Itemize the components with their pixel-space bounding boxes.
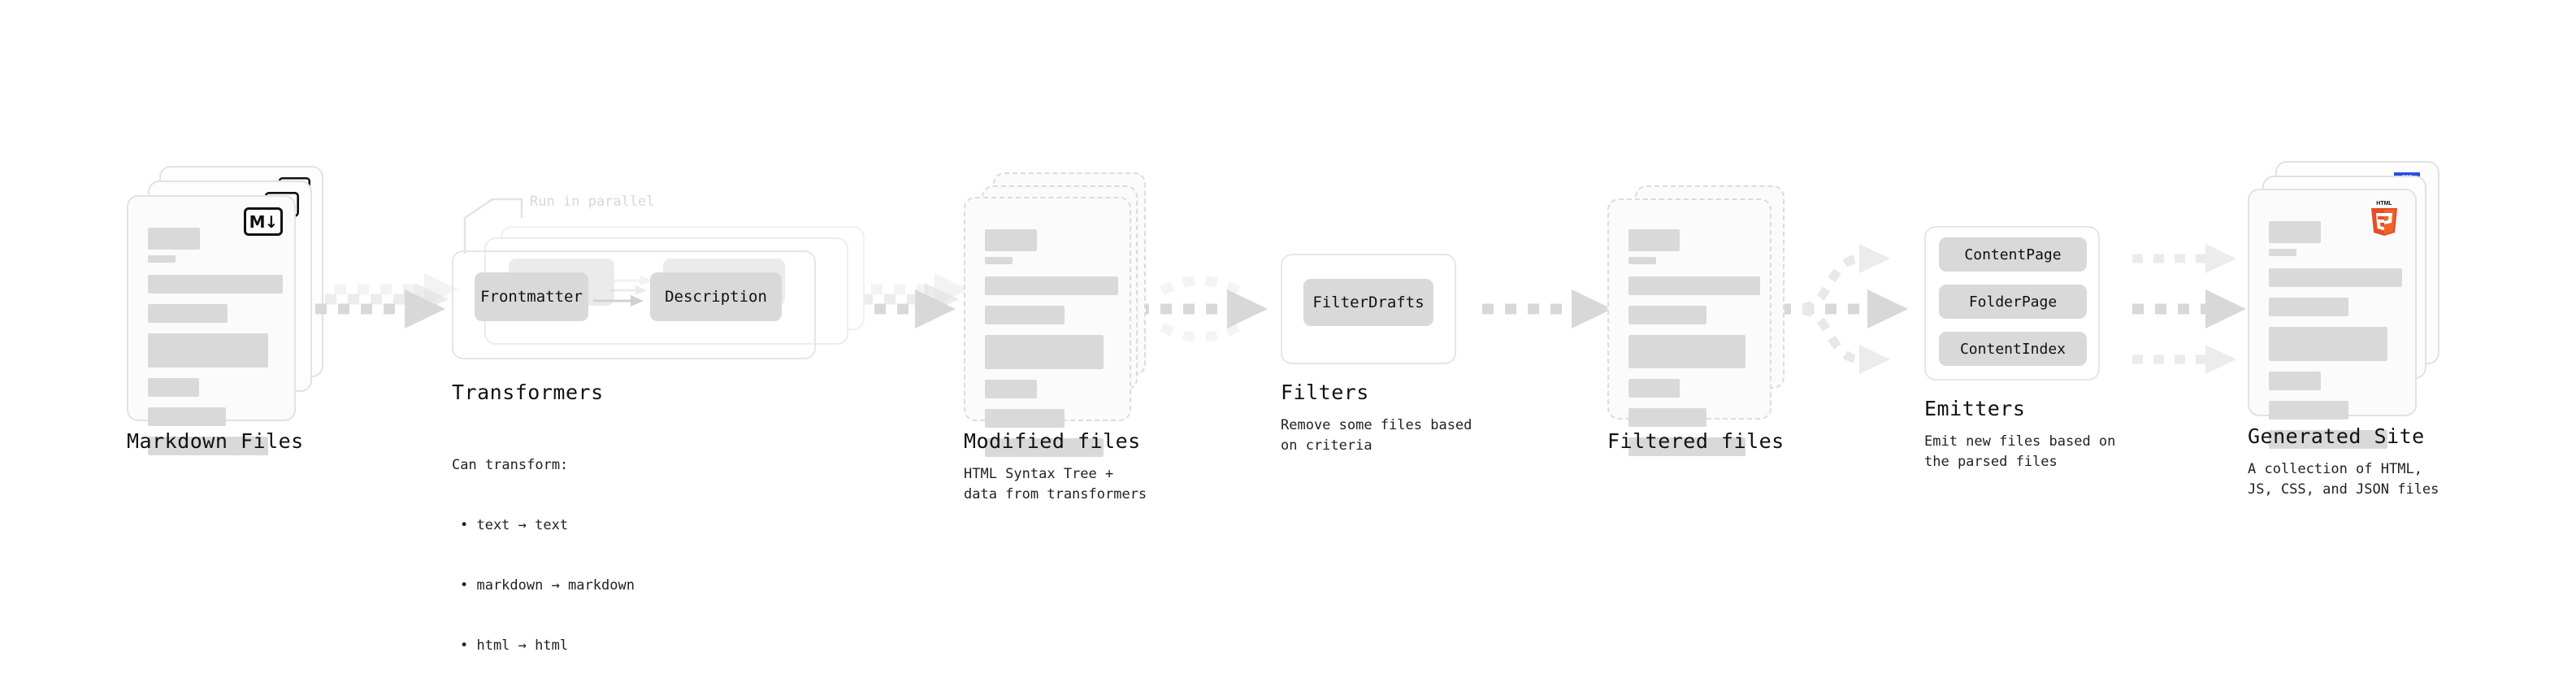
stage-subtitle: Can transform: • text → text • markdown … <box>452 415 635 696</box>
skeleton-bar <box>985 380 1037 398</box>
transformers-bullet-3: • html → html <box>460 637 569 655</box>
emitter-pill-contentpage[interactable]: ContentPage <box>1939 237 2087 272</box>
connector-layer <box>315 198 2246 374</box>
skeleton-bar <box>148 378 199 397</box>
skeleton-bar <box>985 229 1037 251</box>
skeleton-bar <box>2269 401 2348 420</box>
arrow-emitters-to-site <box>2132 244 2246 374</box>
skeleton-bar <box>1628 257 1656 264</box>
transformers-bullet-2: • markdown → markdown <box>460 577 635 594</box>
skeleton-bar <box>1628 437 1746 456</box>
stage-title: Transformers <box>452 381 604 404</box>
transformers-bullet-1: • text → text <box>460 517 569 534</box>
skeleton-bar <box>148 407 226 426</box>
skeleton-bar <box>2269 298 2348 316</box>
arrow-transformers-to-modified <box>829 273 969 328</box>
emitter-pill-contentindex[interactable]: ContentIndex <box>1939 332 2087 366</box>
filters-caption: Filters Remove some files based on crite… <box>1281 381 1472 455</box>
stage-title: Generated Site <box>2248 424 2425 448</box>
emitter-pill-folderpage[interactable]: FolderPage <box>1939 285 2087 319</box>
stage-title: Markdown Files <box>127 429 304 453</box>
skeleton-bar <box>1628 306 1706 324</box>
transformers-caption: Transformers Can transform: • text → tex… <box>452 381 635 696</box>
skeleton-bar <box>985 335 1104 369</box>
skeleton-bars <box>148 228 283 466</box>
transformers-subtitle-heading: Can transform: <box>452 457 569 474</box>
skeleton-bar <box>148 437 268 455</box>
skeleton-bar <box>148 275 283 294</box>
skeleton-bar <box>1628 408 1706 427</box>
filtered-card-front[interactable] <box>1607 198 1772 456</box>
skeleton-bar <box>985 438 1104 457</box>
stage-title: Filters <box>1281 381 1369 404</box>
skeleton-bar <box>2269 221 2321 243</box>
skeleton-bar <box>985 257 1013 264</box>
stage-title: Filtered files <box>1607 429 1785 453</box>
transformer-pill-frontmatter[interactable]: Frontmatter <box>475 272 588 321</box>
svg-text:HTML: HTML <box>2376 201 2392 207</box>
generated-site-caption: Generated Site A collection of HTML, JS,… <box>2248 424 2439 499</box>
skeleton-bar <box>1628 229 1680 251</box>
skeleton-bar <box>148 255 176 263</box>
markdown-icon: M↓ <box>244 207 283 236</box>
skeleton-bar <box>148 333 268 368</box>
markdown-card-front[interactable]: M↓ <box>127 195 296 455</box>
transformers-box[interactable] <box>452 250 816 359</box>
stage-title: Modified files <box>964 429 1141 453</box>
skeleton-bar <box>985 276 1118 295</box>
skeleton-bar <box>2269 249 2296 256</box>
site-card-front[interactable]: HTML <box>2248 189 2417 449</box>
skeleton-bar <box>148 228 200 250</box>
skeleton-bar <box>2269 430 2387 449</box>
modified-files-caption: Modified files HTML Syntax Tree + data f… <box>964 429 1147 504</box>
arrow-markdown-to-transformers <box>315 273 458 328</box>
transformer-inner-arrows <box>593 276 652 307</box>
emitters-caption: Emitters Emit new files based on the par… <box>1924 397 2115 472</box>
skeleton-bar <box>985 306 1065 324</box>
stage-subtitle: Remove some files based on criteria <box>1281 417 1472 454</box>
filter-pill-filterdrafts[interactable]: FilterDrafts <box>1303 279 1433 326</box>
stage-subtitle: HTML Syntax Tree + data from transformer… <box>964 466 1147 502</box>
arrow-filters-to-filtered <box>1482 289 1612 328</box>
stage-subtitle: Emit new files based on the parsed files <box>1924 433 2116 470</box>
skeleton-bars <box>1628 229 1760 467</box>
skeleton-bar <box>2269 372 2321 390</box>
run-in-parallel-bracket <box>463 198 523 254</box>
run-in-parallel-label: Run in parallel <box>530 194 655 210</box>
arrow-filtered-to-emitters <box>1780 244 1908 374</box>
skeleton-bar <box>1628 379 1680 398</box>
filtered-files-caption: Filtered files <box>1607 429 1785 453</box>
stage-title: Emitters <box>1924 397 2026 420</box>
markdown-files-caption: Markdown Files <box>127 429 304 453</box>
skeleton-bar <box>1628 335 1746 368</box>
skeleton-bar <box>2269 327 2387 361</box>
transformer-pill-description[interactable]: Description <box>650 272 782 321</box>
skeleton-bar <box>1628 276 1760 295</box>
skeleton-bar <box>985 409 1065 428</box>
skeleton-bars <box>985 229 1118 468</box>
html5-icon: HTML <box>2371 201 2397 236</box>
skeleton-bars <box>2269 221 2402 459</box>
skeleton-bar <box>148 304 228 323</box>
skeleton-bar <box>2269 268 2402 287</box>
arrow-modified-to-filters <box>1138 276 1268 342</box>
pipeline-diagram: M↓ M↓ M↓ Markdown Files <box>127 161 2439 654</box>
modified-card-front[interactable] <box>964 197 1131 457</box>
stage-subtitle: A collection of HTML, JS, CSS, and JSON … <box>2248 461 2439 498</box>
